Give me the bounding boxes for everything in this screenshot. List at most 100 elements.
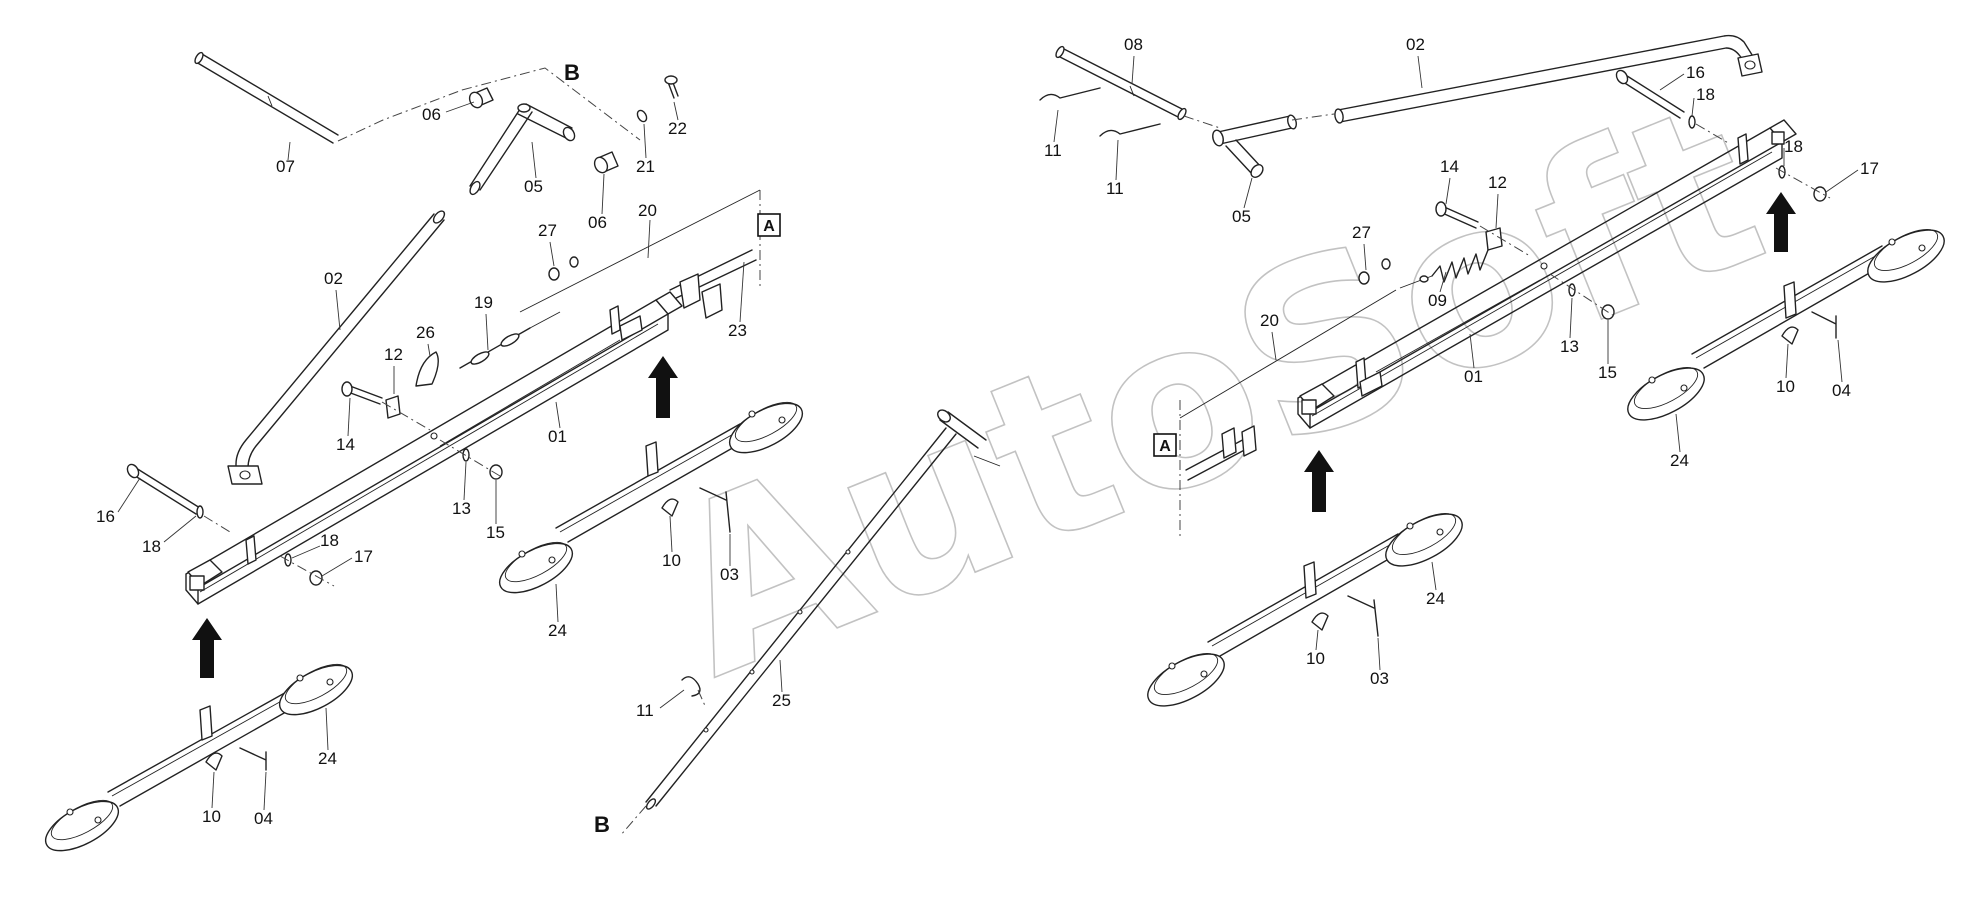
part-03-pin-middle-right [1347, 595, 1379, 637]
centerline-14 [381, 401, 431, 431]
label-01-right: 01 [1464, 367, 1483, 386]
label-23: 23 [728, 321, 747, 340]
part-26-shackle [415, 351, 439, 387]
label-24-center: 24 [548, 621, 567, 640]
part-04-pin-upper-right [1811, 311, 1837, 339]
part-15-nut [489, 464, 503, 480]
centerline-25-b [619, 805, 647, 837]
ref-box-a-right: A [1153, 433, 1177, 457]
centerline-07-06 [337, 67, 641, 142]
left-labels: 07 06 05 06 21 22 20 27 02 19 26 12 14 [96, 101, 791, 828]
centerline-08-05 [1183, 115, 1221, 129]
part-21-washer [636, 109, 648, 123]
arrow-up-center [648, 356, 678, 418]
label-14-right: 14 [1440, 157, 1459, 176]
label-07: 07 [276, 157, 295, 176]
svg-text:A: A [1159, 438, 1171, 455]
part-25-long-rod [645, 409, 1001, 810]
part-27-nut [548, 256, 579, 281]
part-14-bolt-right [1435, 201, 1479, 229]
arrow-up-right-middle [1304, 450, 1334, 512]
label-20-right: 20 [1260, 311, 1279, 330]
part-19-turnbuckle [459, 311, 561, 369]
part-10-pin-middle-right [1311, 612, 1329, 631]
label-11-right-lower: 11 [1106, 179, 1124, 198]
label-18-right-lower: 18 [1784, 137, 1803, 156]
part-14-bolt [341, 381, 383, 405]
right-labels: 08 02 16 18 18 17 11 11 05 14 12 27 09 [1044, 35, 1879, 688]
label-18-left: 18 [142, 537, 161, 556]
label-10-lower-left: 10 [202, 807, 221, 826]
label-09: 09 [1428, 291, 1447, 310]
part-06-bushing-right [593, 151, 619, 174]
arrow-up-right-top [1766, 192, 1796, 252]
label-24-upper-right: 24 [1670, 451, 1689, 470]
part-10-pin-upper-right [1781, 326, 1799, 345]
part-10-pin-lower-left [205, 752, 223, 771]
label-11-left: 11 [636, 701, 654, 720]
part-09-spring [1399, 249, 1489, 289]
label-13: 13 [452, 499, 471, 518]
part-02-bent-handle-right [1334, 34, 1763, 124]
label-05-right: 05 [1232, 207, 1251, 226]
part-12-plate-right [1485, 227, 1503, 251]
label-10-upper-right: 10 [1776, 377, 1795, 396]
label-24-middle-right: 24 [1426, 589, 1445, 608]
part-03-pin-center [699, 487, 731, 533]
centerline-13-15 [439, 439, 501, 477]
label-12: 12 [384, 345, 403, 364]
part-20-cable-right [1179, 289, 1397, 419]
part-05-t-handle-right [1212, 114, 1297, 178]
centerline-14-right [1479, 225, 1531, 257]
part-10-pin-center [661, 498, 679, 517]
part-07-rod [194, 51, 339, 144]
label-06-right: 06 [588, 213, 607, 232]
centerline-16 [203, 515, 231, 533]
part-01-main-tube-right [1297, 119, 1797, 429]
part-05-t-handle [469, 103, 576, 196]
label-22: 22 [668, 119, 687, 138]
label-27-right: 27 [1352, 223, 1371, 242]
part-bracket-a-right [1185, 425, 1257, 481]
centerline-05-02 [1291, 113, 1335, 121]
label-08: 08 [1124, 35, 1143, 54]
centerline-17 [279, 555, 335, 587]
label-10-center: 10 [662, 551, 681, 570]
label-15: 15 [486, 523, 505, 542]
label-26: 26 [416, 323, 435, 342]
part-24-skid-upper-right [1627, 228, 1945, 421]
ref-letter-b-bottom: B [594, 812, 610, 837]
centerline-13-15-right [1549, 273, 1615, 317]
label-19: 19 [474, 293, 493, 312]
left-assembly: A B B 07 06 05 06 21 22 20 27 02 19 [44, 51, 1001, 852]
label-03-left: 03 [720, 565, 739, 584]
part-08-rod [1055, 45, 1187, 121]
part-23-bracket [669, 249, 757, 319]
label-17-right: 17 [1860, 159, 1879, 178]
label-01: 01 [548, 427, 567, 446]
label-02: 02 [324, 269, 343, 288]
arrow-up-left [192, 618, 222, 678]
part-11-clip-left [681, 676, 701, 697]
part-01-main-tube [185, 291, 683, 605]
part-06-bushing-left [468, 87, 494, 109]
part-04-pin-lower-left [239, 747, 267, 771]
part-11-clip-upper [1039, 87, 1101, 101]
part-18-washer-right-lower [1778, 165, 1786, 179]
part-17-nut-right [1813, 186, 1827, 202]
part-12-plate [385, 395, 401, 419]
label-24-lower-left: 24 [318, 749, 337, 768]
label-16-right: 16 [1686, 63, 1705, 82]
label-17: 17 [354, 547, 373, 566]
ref-letter-b-top: B [564, 60, 580, 85]
part-02-bent-handle [227, 210, 446, 485]
label-16: 16 [96, 507, 115, 526]
part-24-skid-lower-left [44, 663, 354, 852]
label-21: 21 [636, 157, 655, 176]
label-04-right: 04 [1832, 381, 1851, 400]
label-18-right: 18 [320, 531, 339, 550]
label-04-left: 04 [254, 809, 273, 828]
part-18-washer-left [196, 505, 204, 519]
part-27-nut-right [1358, 258, 1391, 285]
